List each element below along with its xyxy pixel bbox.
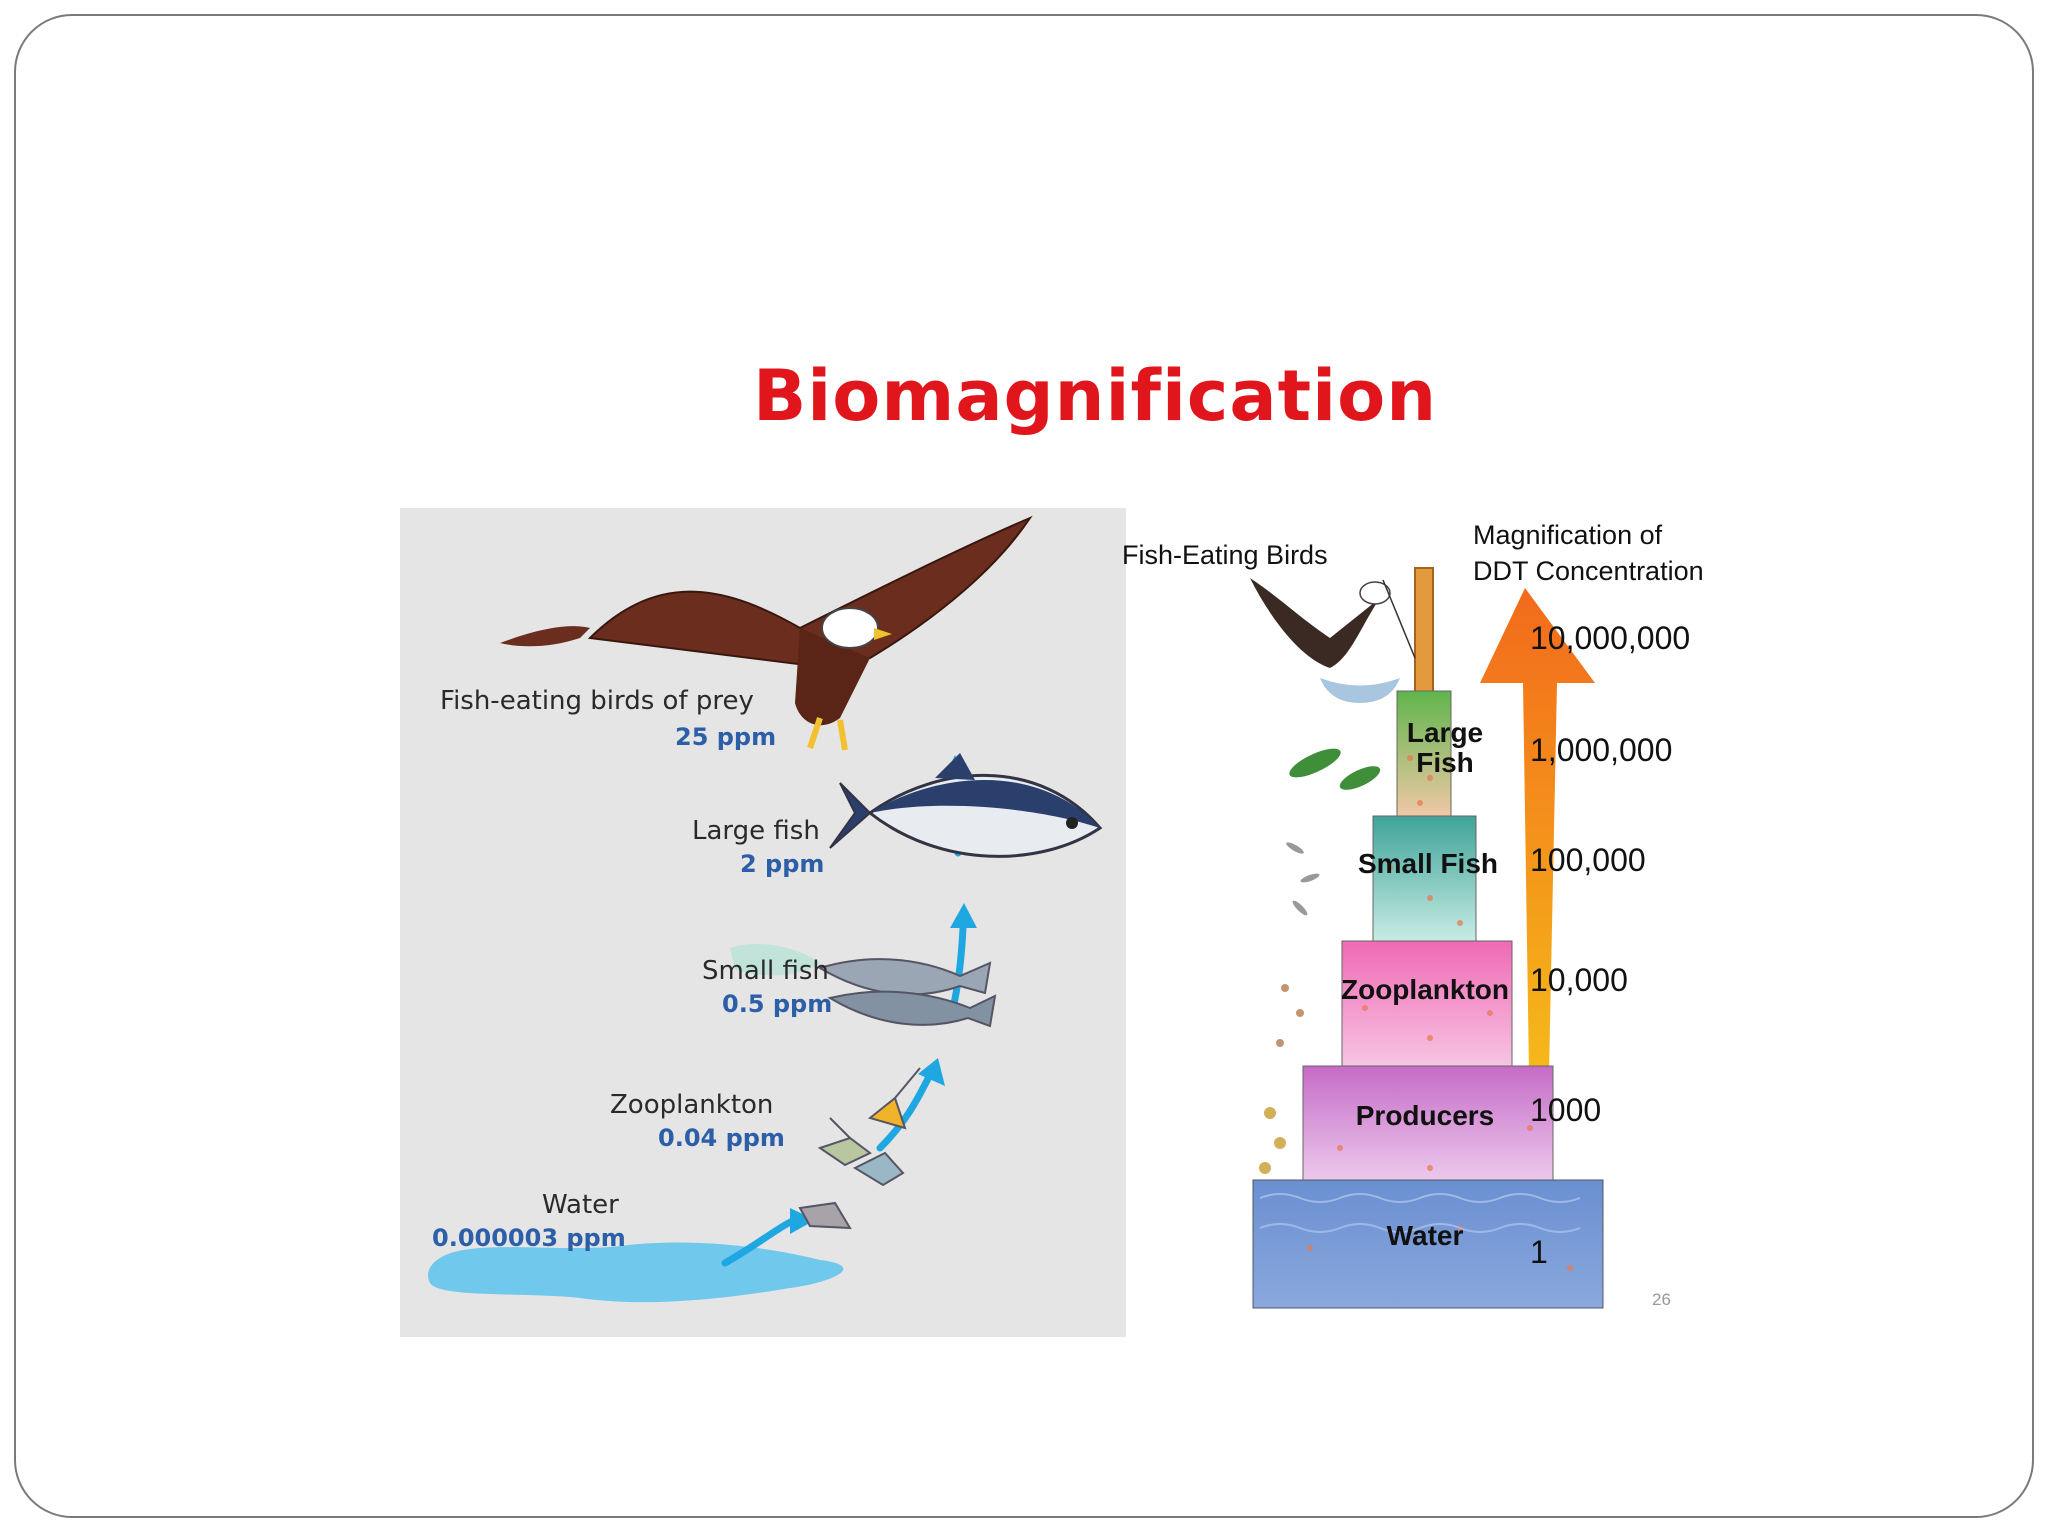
- mag-producers: 1000: [1530, 1092, 1602, 1128]
- birds-pointer: [1382, 579, 1416, 659]
- tier-label-large-fish: Large Fish: [1385, 718, 1505, 778]
- magnification-title-1: Magnification of: [1473, 520, 1663, 550]
- tier-small-fish: [1372, 815, 1477, 942]
- tier-large-fish: [1396, 690, 1452, 817]
- water-ppm: 0.000003 ppm: [432, 1224, 626, 1252]
- tier-label-water: Water: [1386, 1220, 1464, 1251]
- mag-water: 1: [1530, 1234, 1548, 1270]
- water-label: Water: [542, 1190, 619, 1220]
- tier-label-zooplankton: Zooplankton: [1341, 974, 1509, 1005]
- small-fish-ppm: 0.5 ppm: [722, 990, 833, 1018]
- mag-top: 10,000,000: [1530, 620, 1691, 656]
- large-fish-label: Large fish: [692, 816, 820, 846]
- producer-icons: [1259, 1107, 1286, 1174]
- zooplankton-art: [798, 1067, 921, 1230]
- small-fish-label: Small fish: [702, 956, 829, 986]
- tier-label-large-fish-1: Large: [1406, 717, 1484, 748]
- magnification-arrow: [1480, 588, 1595, 1268]
- small-fish-art: [730, 943, 997, 1028]
- mag-large-fish: 1,000,000: [1530, 732, 1673, 768]
- bird-label: Fish-eating birds of prey: [440, 686, 754, 716]
- food-chain-illustration: [428, 515, 1103, 1303]
- pyramid-illustration: [1250, 567, 1604, 1309]
- tier-label-producers: Producers: [1355, 1100, 1495, 1131]
- small-eagle-art: [1250, 578, 1400, 703]
- large-fish-ppm: 2 ppm: [740, 850, 825, 878]
- food-chain-panel: Fish-eating birds of prey 25 ppm Large f…: [400, 508, 1126, 1337]
- large-fish-art: [829, 753, 1103, 858]
- page-number: 26: [1652, 1290, 1671, 1309]
- bird-ppm: 25 ppm: [675, 723, 777, 751]
- zooplankton-ppm: 0.04 ppm: [658, 1124, 785, 1152]
- tier-label-large-fish-2: Fish: [1416, 747, 1474, 778]
- slide-title: Biomagnification: [752, 355, 1438, 437]
- eagle-art: [500, 515, 1033, 751]
- mag-small-fish: 100,000: [1530, 842, 1646, 878]
- ddt-dots: [1307, 755, 1573, 1271]
- pyramid-panel: Fish-Eating Birds Magnification of DDT C…: [1122, 508, 1750, 1338]
- magnification-title-2: DDT Concentration: [1473, 556, 1704, 586]
- water-waves: [1259, 1193, 1581, 1233]
- large-fish-icons: [1289, 748, 1381, 790]
- tier-label-small-fish: Small Fish: [1357, 848, 1499, 879]
- birds-label: Fish-Eating Birds: [1122, 540, 1328, 570]
- zooplankton-icons: [1276, 984, 1304, 1047]
- zooplankton-label: Zooplankton: [610, 1090, 774, 1120]
- tier-top-column: [1414, 567, 1434, 704]
- small-fish-icons: [1286, 842, 1320, 916]
- mag-zooplankton: 10,000: [1530, 962, 1628, 998]
- tier-zooplankton: [1341, 940, 1513, 1067]
